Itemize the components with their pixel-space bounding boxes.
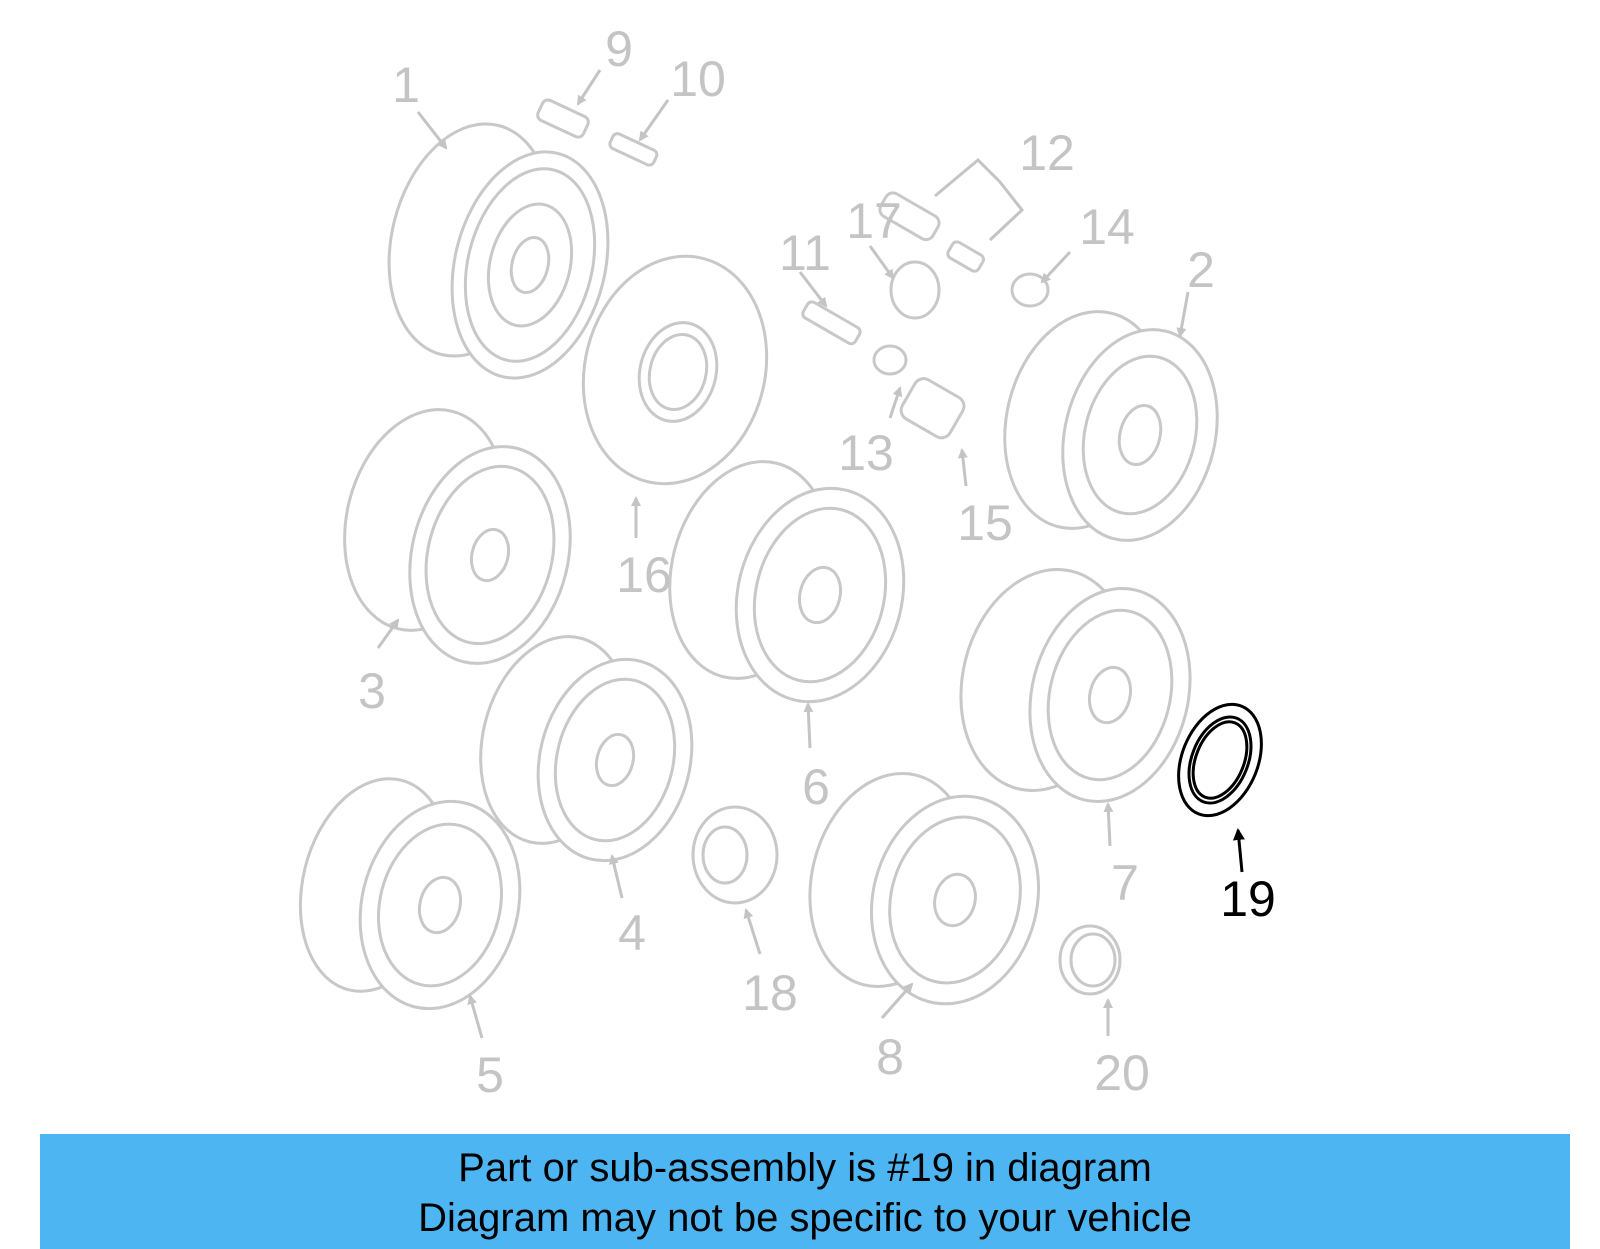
callout-19: 19 (1220, 871, 1276, 927)
wheel-alloy-part-8 (808, 772, 1041, 1006)
bolt-part-11 (801, 300, 862, 346)
banner-line-2: Diagram may not be specific to your vehi… (418, 1196, 1192, 1240)
valve-part-10 (608, 132, 659, 167)
callout-18: 18 (742, 965, 798, 1021)
callout-10: 10 (670, 51, 726, 107)
wheel-alloy-part-7 (959, 568, 1192, 803)
callout-9: 9 (605, 21, 633, 77)
nut-part-13 (872, 344, 908, 376)
callout-11: 11 (779, 225, 831, 281)
wheel-cover-part-16 (581, 254, 769, 486)
callout-17: 17 (846, 193, 902, 249)
callout-20: 20 (1094, 1045, 1150, 1101)
banner-line-1: Part or sub-assembly is #19 in diagram (458, 1146, 1152, 1190)
hardware-parts (536, 98, 1122, 996)
callout-2: 2 (1187, 242, 1215, 298)
emblem-part-17 (889, 260, 941, 320)
callout-5: 5 (476, 1047, 504, 1103)
bolt-part-9 (536, 98, 590, 139)
clamp-part-15 (899, 377, 966, 440)
callout-1: 1 (392, 57, 420, 113)
bolt-part-12 (878, 191, 985, 273)
center-cap-part-20 (1058, 924, 1122, 996)
trim-ring-part-19 (1177, 702, 1263, 818)
wheel-alloy-part-3 (343, 408, 572, 665)
callout-4: 4 (618, 905, 646, 961)
info-banner: Part or sub-assembly is #19 in diagram D… (40, 1134, 1570, 1249)
center-cap-part-18 (691, 805, 779, 905)
callout-labels: 1 2 3 4 5 6 7 8 9 10 11 12 13 14 15 16 1… (358, 21, 1276, 1103)
callout-8: 8 (876, 1029, 904, 1085)
callout-14: 14 (1079, 199, 1135, 255)
callout-15: 15 (957, 495, 1013, 551)
callout-12: 12 (1019, 125, 1075, 181)
callout-3: 3 (358, 663, 386, 719)
wheel-alloy-part-6 (668, 460, 906, 704)
callout-6: 6 (802, 759, 830, 815)
nut-part-14 (1010, 272, 1050, 308)
callout-16: 16 (616, 547, 672, 603)
wheel-plain-part-2 (1003, 310, 1219, 542)
wheel-alloy-part-5 (298, 777, 522, 1011)
callout-13: 13 (838, 425, 894, 481)
wheel-steel-part-1 (387, 122, 610, 380)
wheel-alloy-part-4 (479, 635, 694, 863)
leader-arrow-19 (1232, 828, 1245, 873)
callout-7: 7 (1111, 855, 1139, 911)
leader-arrows (376, 69, 1190, 1039)
